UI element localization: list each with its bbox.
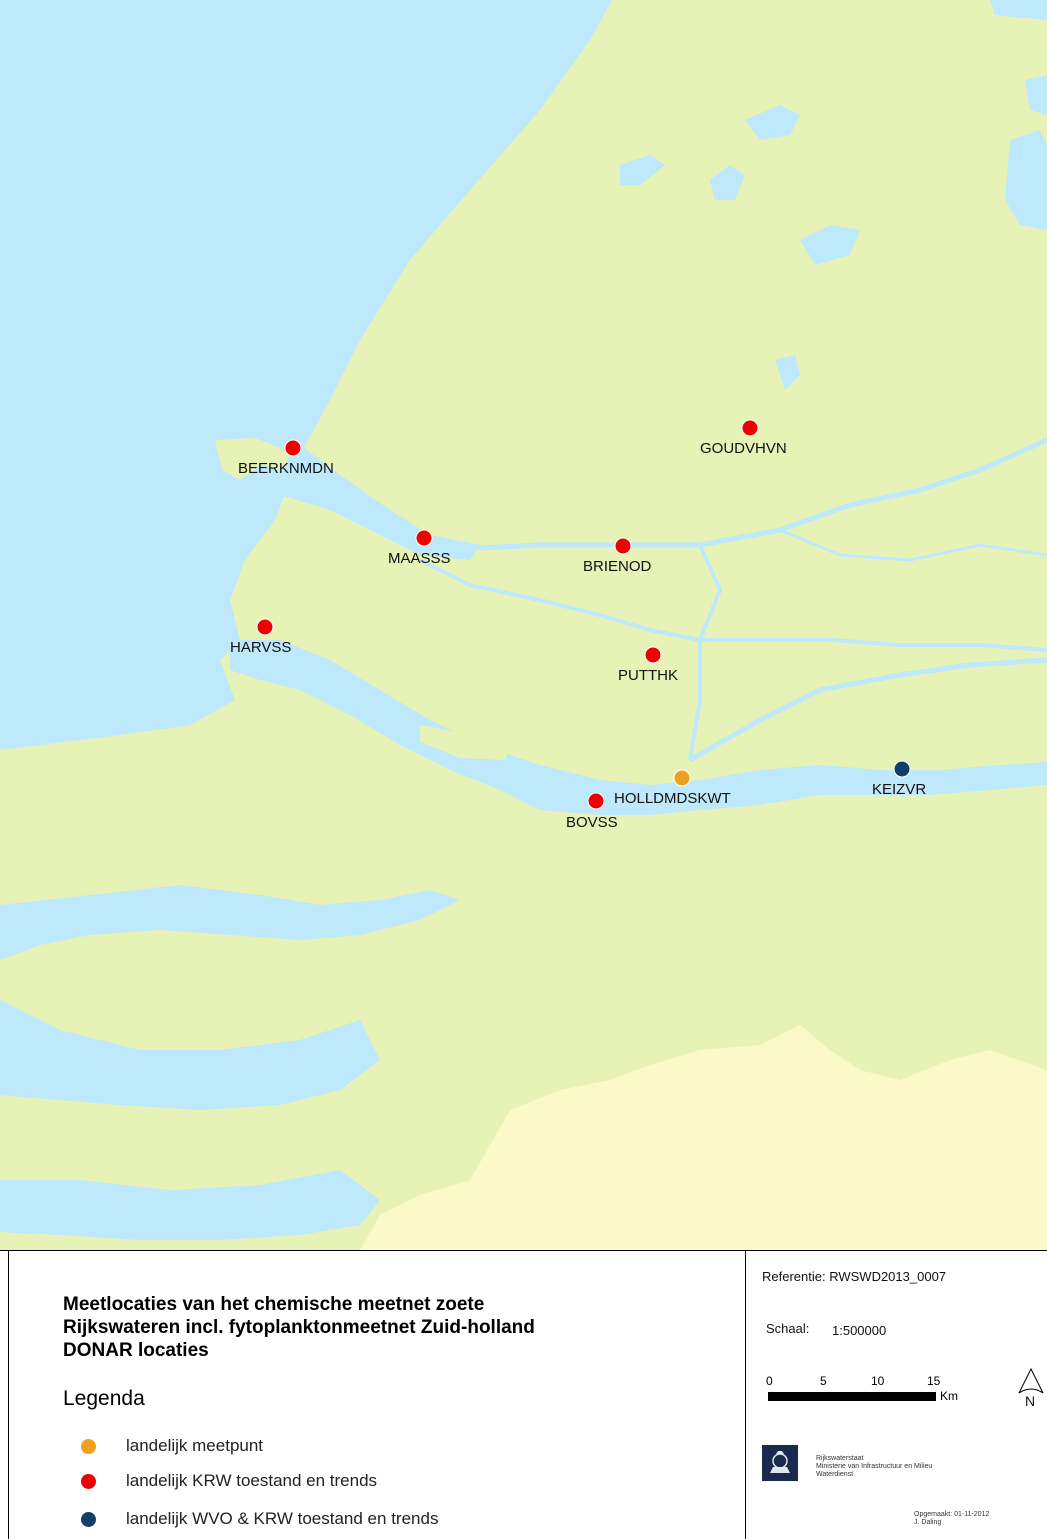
scale-label: Schaal: bbox=[766, 1321, 810, 1336]
marker-label-beerknmdn: BEERKNMDN bbox=[238, 460, 334, 477]
north-arrow-icon bbox=[1018, 1367, 1044, 1394]
marker-goudvhvn[interactable] bbox=[741, 419, 759, 437]
island-goeree bbox=[0, 720, 520, 910]
made-line-2: J. Daling bbox=[914, 1519, 942, 1526]
scale-tick-15: 15 bbox=[927, 1374, 941, 1388]
map-title: Meetlocaties van het chemische meetnet z… bbox=[63, 1293, 535, 1362]
scale-unit: Km bbox=[940, 1389, 958, 1403]
legend-dot-krw bbox=[81, 1474, 96, 1489]
haringvliet bbox=[230, 640, 1047, 815]
marker-maasss[interactable] bbox=[415, 529, 433, 547]
maasvlakte bbox=[215, 438, 290, 480]
legend-title: Legenda bbox=[63, 1387, 145, 1410]
marker-beerknmdn[interactable] bbox=[284, 439, 302, 457]
rijkswaterstaat-logo-icon bbox=[762, 1445, 798, 1481]
north-label: N bbox=[1025, 1393, 1036, 1409]
scale-value: 1:500000 bbox=[832, 1323, 887, 1338]
marker-harvss[interactable] bbox=[256, 618, 274, 636]
lake-3 bbox=[620, 155, 665, 185]
scalebar-seg-3 bbox=[880, 1392, 936, 1401]
grevelingen bbox=[0, 885, 460, 960]
title-line-1: Meetlocaties van het chemische meetnet z… bbox=[63, 1294, 485, 1315]
oosterschelde bbox=[0, 1000, 380, 1110]
legend-dot-meetpunt bbox=[81, 1439, 96, 1454]
lake-2 bbox=[710, 165, 745, 200]
marker-label-putthk: PUTTHK bbox=[618, 667, 678, 684]
lake-7 bbox=[775, 355, 800, 390]
marker-label-goudvhvn: GOUDVHVN bbox=[700, 440, 787, 457]
org-line-2: Ministerie van Infrastructuur en Milieu bbox=[816, 1463, 933, 1470]
westerschelde bbox=[0, 1170, 380, 1240]
info-panel: Referentie: RWSWD2013_0007 Schaal: 1:500… bbox=[746, 1251, 1047, 1539]
org-line-1: Rijkswaterstaat bbox=[816, 1455, 864, 1462]
river-waal bbox=[688, 657, 1047, 763]
marker-bovss[interactable] bbox=[587, 792, 605, 810]
legend-label: landelijk WVO & KRW toestand en trends bbox=[126, 1509, 439, 1528]
map-footer: Meetlocaties van het chemische meetnet z… bbox=[0, 1250, 1047, 1539]
lake-5 bbox=[1005, 130, 1047, 230]
marker-keizvr[interactable] bbox=[893, 760, 911, 778]
marker-label-harvss: HARVSS bbox=[230, 639, 291, 656]
island-beveland bbox=[0, 1100, 370, 1180]
legend-panel: Meetlocaties van het chemische meetnet z… bbox=[8, 1251, 746, 1539]
land-belgium bbox=[360, 1025, 1047, 1250]
scalebar-seg-2 bbox=[824, 1392, 880, 1401]
map-canvas: BEERKNMDN GOUDVHVN MAASSS BRIENOD HARVSS PUTT… bbox=[0, 0, 1047, 1250]
biesbosch-creek bbox=[420, 725, 510, 760]
marker-holldmdskwt[interactable] bbox=[673, 769, 691, 787]
lake-6 bbox=[1025, 75, 1047, 115]
made-by-text: Opgemaakt: 01-11-2012 J. Daling bbox=[914, 1511, 989, 1527]
marker-label-keizvr: KEIZVR bbox=[872, 781, 926, 798]
marker-label-maasss: MAASSS bbox=[388, 550, 451, 567]
marker-brienod[interactable] bbox=[614, 537, 632, 555]
marker-layer: BEERKNMDN GOUDVHVN MAASSS BRIENOD HARVSS PUTT… bbox=[230, 419, 926, 831]
scale-tick-10: 10 bbox=[871, 1374, 885, 1388]
org-text: Rijkswaterstaat Ministerie van Infrastru… bbox=[816, 1455, 932, 1479]
made-line-1: Opgemaakt: 01-11-2012 bbox=[914, 1511, 990, 1518]
marker-label-brienod: BRIENOD bbox=[583, 558, 652, 575]
marker-putthk[interactable] bbox=[644, 646, 662, 664]
scale-tick-0: 0 bbox=[766, 1374, 773, 1388]
scale-tick-5: 5 bbox=[820, 1374, 827, 1388]
lake-1 bbox=[745, 105, 800, 140]
legend-label: landelijk KRW toestand en trends bbox=[126, 1471, 378, 1490]
lake-8 bbox=[990, 0, 1047, 20]
title-line-3: DONAR locaties bbox=[63, 1340, 209, 1361]
river-lek bbox=[779, 528, 1047, 562]
marker-label-bovss: BOVSS bbox=[566, 814, 618, 831]
org-line-3: Waterdienst bbox=[816, 1471, 854, 1478]
legend-label: landelijk meetpunt bbox=[126, 1436, 264, 1455]
island-schouwen bbox=[20, 940, 340, 1040]
reference-text: Referentie: RWSWD2013_0007 bbox=[762, 1269, 947, 1284]
river-noord bbox=[688, 544, 723, 761]
legend-dot-wvo bbox=[81, 1512, 96, 1527]
lake-4 bbox=[800, 225, 860, 265]
marker-label-holldmdskwt: HOLLDMDSKWT bbox=[614, 790, 731, 807]
land-north bbox=[0, 0, 1047, 1250]
title-line-2: Rijkswateren incl. fytoplanktonmeetnet Z… bbox=[63, 1317, 535, 1338]
scalebar-seg-1 bbox=[768, 1392, 824, 1401]
